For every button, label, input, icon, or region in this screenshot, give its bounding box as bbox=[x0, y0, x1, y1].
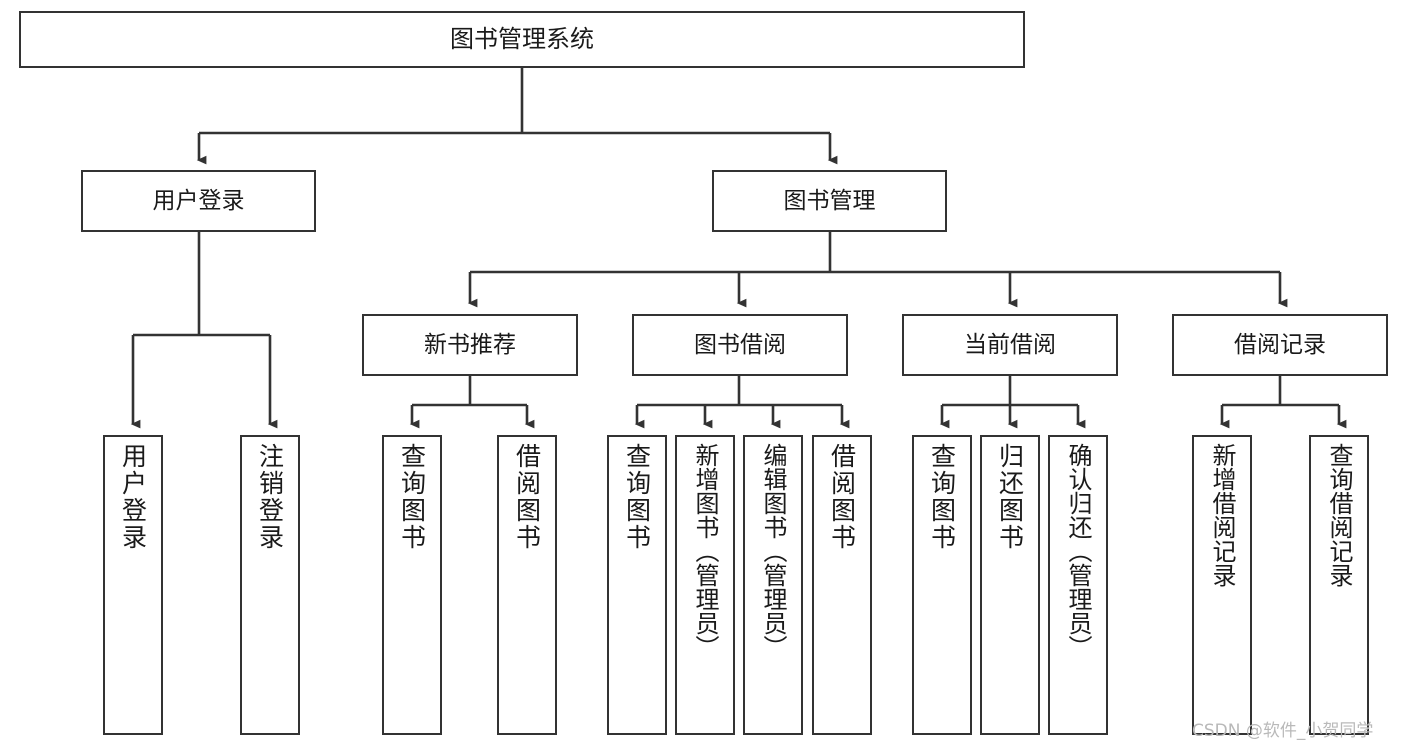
node-leaf-return-book-label: 归还图书 bbox=[995, 443, 1025, 551]
node-book-borrow-label: 图书借阅 bbox=[694, 331, 786, 358]
node-book-borrow[interactable]: 图书借阅 bbox=[632, 314, 848, 376]
node-leaf-borrow-book-2-label: 借阅图书 bbox=[827, 443, 857, 551]
node-leaf-edit-book-label: 编辑图书（管理员） bbox=[759, 443, 787, 659]
node-leaf-borrow-book-2[interactable]: 借阅图书 bbox=[812, 435, 872, 735]
node-current-borrow-label: 当前借阅 bbox=[964, 331, 1056, 358]
node-leaf-confirm-return-label: 确认归还（管理员） bbox=[1064, 443, 1092, 659]
node-leaf-logout-login-label: 注销登录 bbox=[255, 443, 285, 551]
node-leaf-confirm-return[interactable]: 确认归还（管理员） bbox=[1048, 435, 1108, 735]
node-leaf-query-book-1[interactable]: 查询图书 bbox=[382, 435, 442, 735]
node-leaf-query-book-3-label: 查询图书 bbox=[927, 443, 957, 551]
node-leaf-add-book-label: 新增图书（管理员） bbox=[691, 443, 719, 659]
node-leaf-logout-login[interactable]: 注销登录 bbox=[240, 435, 300, 735]
node-leaf-query-book-3[interactable]: 查询图书 bbox=[912, 435, 972, 735]
node-leaf-user-login-label: 用户登录 bbox=[118, 443, 148, 551]
node-user-login[interactable]: 用户登录 bbox=[81, 170, 316, 232]
node-leaf-borrow-book-1-label: 借阅图书 bbox=[512, 443, 542, 551]
node-user-login-label: 用户登录 bbox=[152, 187, 245, 214]
node-new-book-recommend-label: 新书推荐 bbox=[424, 331, 516, 358]
node-leaf-user-login[interactable]: 用户登录 bbox=[103, 435, 163, 735]
node-leaf-add-record-label: 新增借阅记录 bbox=[1208, 443, 1236, 587]
node-leaf-query-record-label: 查询借阅记录 bbox=[1325, 443, 1353, 587]
node-leaf-query-book-1-label: 查询图书 bbox=[397, 443, 427, 551]
node-leaf-return-book[interactable]: 归还图书 bbox=[980, 435, 1040, 735]
node-leaf-add-record[interactable]: 新增借阅记录 bbox=[1192, 435, 1252, 735]
node-leaf-add-book[interactable]: 新增图书（管理员） bbox=[675, 435, 735, 735]
node-borrow-record[interactable]: 借阅记录 bbox=[1172, 314, 1388, 376]
node-book-manage-label: 图书管理 bbox=[783, 187, 876, 214]
node-book-manage[interactable]: 图书管理 bbox=[712, 170, 947, 232]
node-borrow-record-label: 借阅记录 bbox=[1234, 331, 1326, 358]
node-current-borrow[interactable]: 当前借阅 bbox=[902, 314, 1118, 376]
node-root[interactable]: 图书管理系统 bbox=[19, 11, 1025, 68]
node-root-label: 图书管理系统 bbox=[450, 24, 594, 53]
node-leaf-query-book-2[interactable]: 查询图书 bbox=[607, 435, 667, 735]
node-leaf-query-book-2-label: 查询图书 bbox=[622, 443, 652, 551]
node-leaf-borrow-book-1[interactable]: 借阅图书 bbox=[497, 435, 557, 735]
node-new-book-recommend[interactable]: 新书推荐 bbox=[362, 314, 578, 376]
node-leaf-edit-book[interactable]: 编辑图书（管理员） bbox=[743, 435, 803, 735]
node-leaf-query-record[interactable]: 查询借阅记录 bbox=[1309, 435, 1369, 735]
csdn-watermark: CSDN @软件_小贺同学 bbox=[1192, 721, 1374, 741]
